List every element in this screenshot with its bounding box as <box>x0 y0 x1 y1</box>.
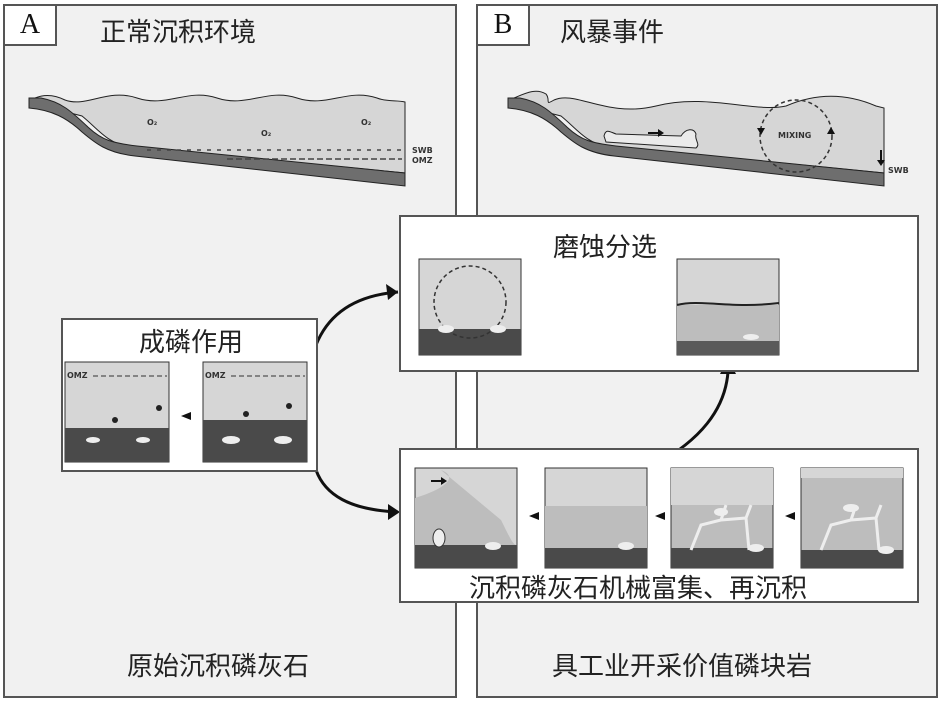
phosphogenesis-stages: OMZ OMZ <box>64 361 308 463</box>
panel-a-title: 正常沉积环境 <box>100 18 257 48</box>
enrichment-redeposition-box: 沉积磷灰石机械富集、再沉积 <box>399 448 919 604</box>
panel-a-letter: A <box>5 6 57 46</box>
swb-label: SWB <box>412 146 433 155</box>
mixing-label: MIXING <box>778 131 811 140</box>
storm-current <box>603 129 699 149</box>
erosion-winnowing-box: 磨蚀分选 <box>399 215 919 372</box>
panel-a-bottom-label: 原始沉积磷灰石 <box>127 652 310 682</box>
phos-stage-1: OMZ <box>64 361 170 463</box>
water-body <box>34 94 406 174</box>
seafloor-slope <box>28 97 406 187</box>
erosion-title: 磨蚀分选 <box>553 233 658 263</box>
panel-b-letter: B <box>478 6 530 46</box>
erosion-stage-1 <box>418 258 522 356</box>
stage-arrow-1 <box>529 512 539 520</box>
omz-label-stage-1: OMZ <box>67 371 88 380</box>
stage-arrow-3 <box>785 512 795 520</box>
enrichment-stage-3 <box>670 467 774 569</box>
oxygen-label-2: O₂ <box>261 129 272 138</box>
panel-a-normal-environment: A 正常沉积环境 O₂ O₂ O₂ SWB OMZ 原始沉积磷灰石 <box>3 4 457 698</box>
enrichment-title: 沉积磷灰石机械富集、再沉积 <box>469 574 808 604</box>
storm-swb-label: SWB <box>888 166 909 175</box>
phosphogenesis-box: 成磷作用 OMZ OMZ <box>61 318 318 472</box>
enrichment-stage-2 <box>544 467 648 569</box>
arrow-to-erosion <box>314 290 399 346</box>
phosphogenesis-title: 成磷作用 <box>139 328 244 358</box>
storm-shelf-profile: MIXING SWB <box>507 90 909 187</box>
stage-arrow <box>181 412 191 420</box>
normal-shelf-profile: O₂ O₂ O₂ SWB OMZ <box>28 94 433 187</box>
mixing-circle <box>759 99 833 173</box>
flow-direction-arrow <box>648 129 664 137</box>
storm-seafloor <box>507 97 885 187</box>
panel-b-title: 风暴事件 <box>560 18 665 48</box>
enrichment-stage-1 <box>414 467 518 569</box>
erosion-stage-2 <box>676 258 780 356</box>
swb-drop-arrow <box>877 150 885 166</box>
panel-b-bottom-label: 具工业开采价值磷块岩 <box>552 652 813 682</box>
phos-stage-2: OMZ <box>202 361 308 463</box>
arrow-to-enrichment-head <box>388 504 400 520</box>
omz-label: OMZ <box>412 156 433 165</box>
oxygen-label-1: O₂ <box>147 118 158 127</box>
oxygen-label-3: O₂ <box>361 118 372 127</box>
mixing-arrow-up <box>827 127 835 134</box>
erosion-stages <box>418 258 780 356</box>
enrichment-stages <box>414 467 904 569</box>
mixing-arrow-down <box>757 128 765 135</box>
enrichment-stage-4 <box>800 467 904 569</box>
arrow-to-erosion-head <box>386 284 398 300</box>
stage-arrow-2 <box>655 512 665 520</box>
omz-label-stage-2: OMZ <box>205 371 226 380</box>
arrow-to-enrichment <box>314 469 399 514</box>
